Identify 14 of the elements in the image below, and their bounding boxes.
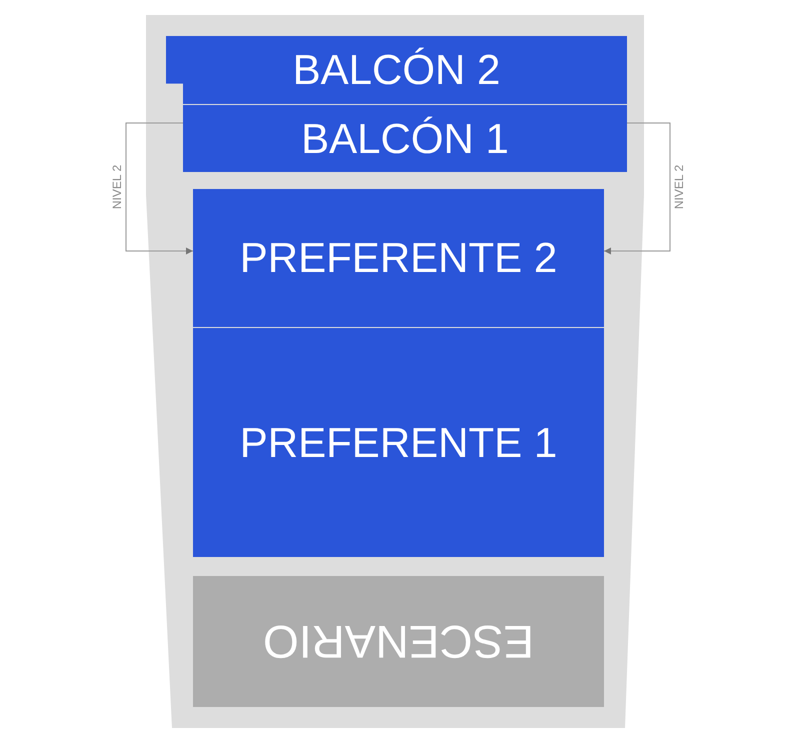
seating-section xyxy=(166,36,627,104)
section-label: ESCENARIO xyxy=(263,618,534,664)
section-label: PREFERENTE 1 xyxy=(240,422,558,464)
section-label: PREFERENTE 2 xyxy=(240,237,558,279)
edge-label: NIVEL 2 xyxy=(110,164,124,212)
bracket-arrow xyxy=(126,122,194,254)
edge-label: NIVEL 2 xyxy=(672,164,686,212)
seating-section xyxy=(183,105,627,172)
seating-section xyxy=(193,328,604,557)
bracket-arrow xyxy=(604,122,670,254)
seating-section xyxy=(193,189,604,327)
section-label: BALCÓN 2 xyxy=(292,49,500,91)
stage-area xyxy=(193,576,604,707)
section-label: BALCÓN 1 xyxy=(301,118,509,160)
